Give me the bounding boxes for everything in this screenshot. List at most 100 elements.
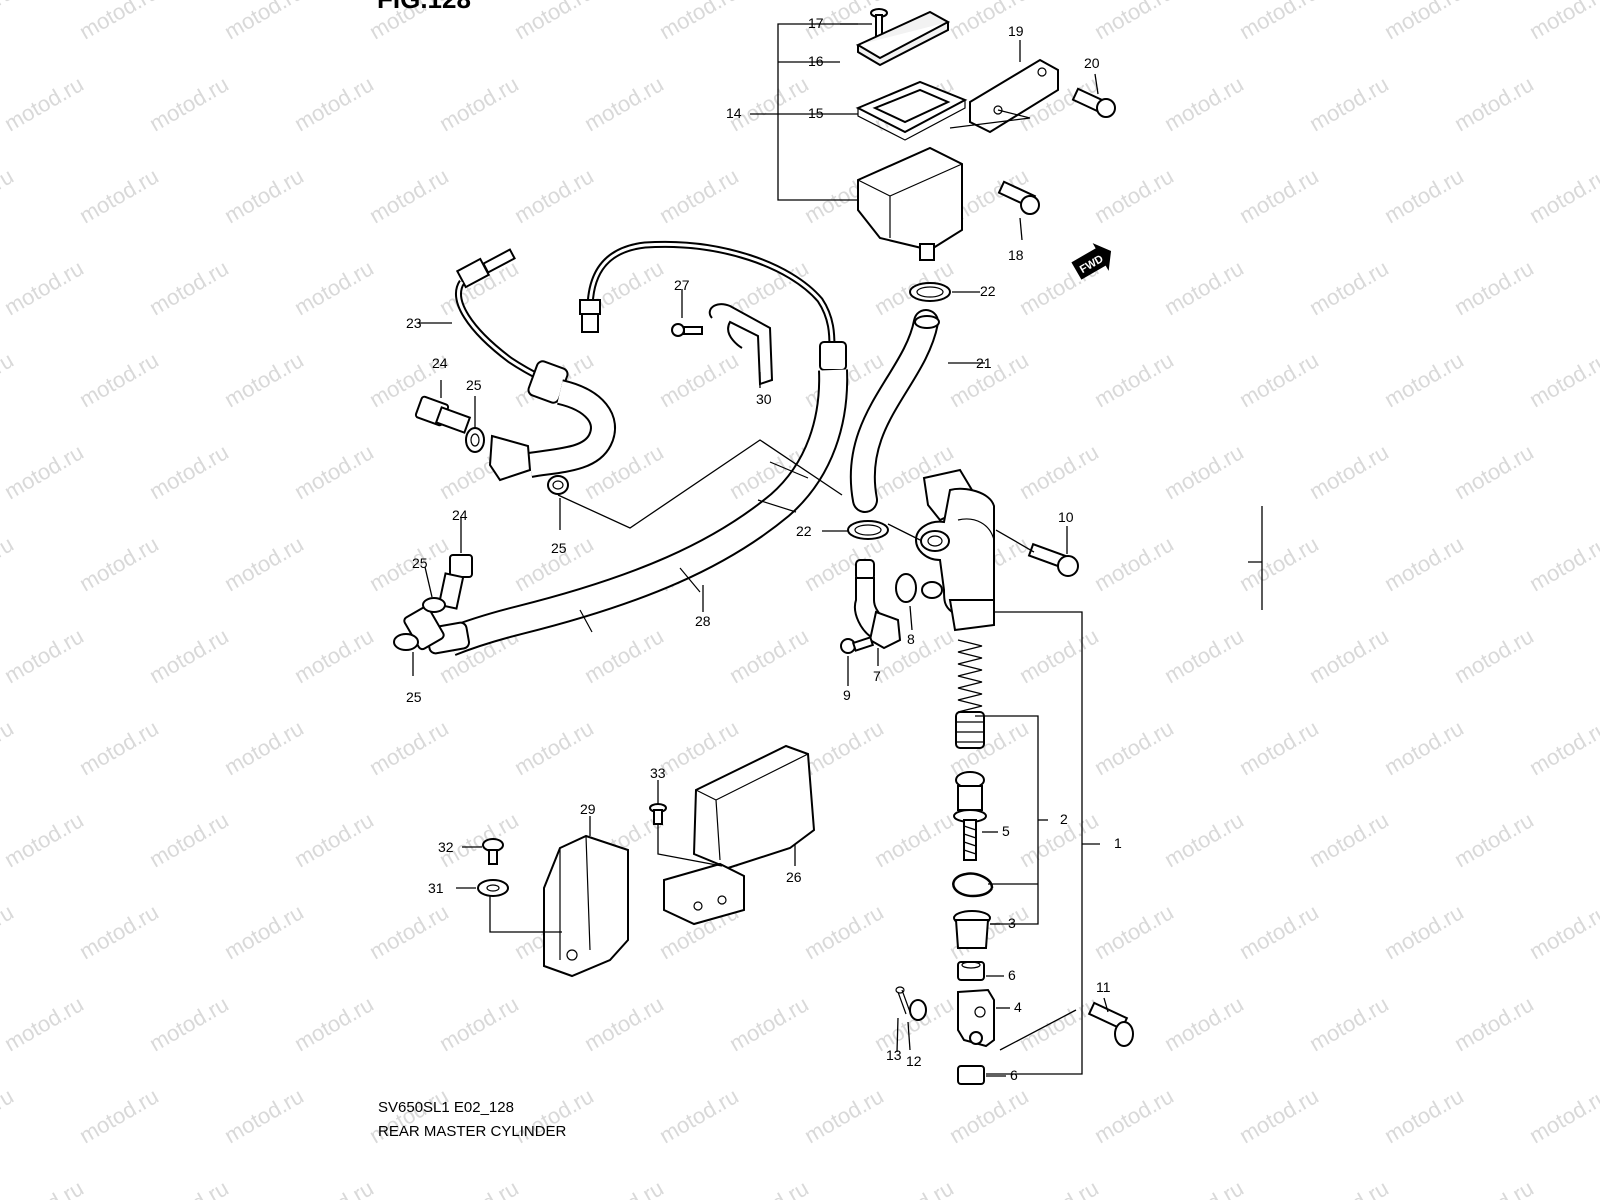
watermark-text: motod.ru [1525, 347, 1600, 412]
union-bolt-24-lower [437, 554, 473, 610]
boot-3 [953, 910, 991, 949]
screw-33 [649, 803, 667, 825]
watermark-text: motod.ru [220, 1083, 308, 1148]
callout-22-lower: 22 [796, 523, 812, 539]
watermark-text: motod.ru [655, 715, 743, 780]
watermark-text: motod.ru [145, 807, 233, 872]
watermark-text: motod.ru [1090, 531, 1178, 596]
watermark-text: motod.ru [1305, 439, 1393, 504]
reservoir-group [750, 8, 1116, 261]
watermark-text: motod.ru [1090, 899, 1178, 964]
watermark-text: motod.ru [1015, 439, 1103, 504]
watermark-text: motod.ru [870, 807, 958, 872]
watermark-text: motod.ru [1305, 623, 1393, 688]
clevis-4 [957, 988, 995, 1048]
callout-16: 16 [808, 53, 824, 69]
watermark-text: motod.ru [1090, 347, 1178, 412]
watermark-text: motod.ru [655, 1083, 743, 1148]
watermark-text: motod.ru [1235, 531, 1323, 596]
watermark-text: motod.ru [1015, 623, 1103, 688]
watermark-text: motod.ru [365, 531, 453, 596]
watermark-text: motod.ru [945, 1083, 1033, 1148]
watermark-text: motod.ru [1235, 899, 1323, 964]
watermark-text: motod.ru [1305, 991, 1393, 1056]
watermark-text: motod.ru [1235, 163, 1323, 228]
callout-17: 17 [808, 15, 824, 31]
watermark-text: motod.ru [0, 255, 88, 320]
hose-clamp-22-lower [847, 520, 889, 540]
watermark-text: motod.ru [75, 531, 163, 596]
watermark-text: motod.ru [580, 991, 668, 1056]
bracket-1 [986, 611, 1083, 1075]
watermark-text: motod.ru [1235, 347, 1323, 412]
hose-clamp-22-upper [909, 282, 951, 302]
brake-hose-23 [455, 248, 616, 482]
watermark-text: motod.ru [145, 71, 233, 136]
watermark-text: motod.ru [435, 71, 523, 136]
watermark-text: motod.ru [1450, 1175, 1538, 1200]
piston-2 [955, 711, 985, 749]
circlip [952, 872, 994, 898]
watermark-text: motod.ru [655, 347, 743, 412]
watermark-text: motod.ru [75, 1083, 163, 1148]
callout-2: 2 [1060, 811, 1068, 827]
watermark-text: motod.ru [75, 347, 163, 412]
watermark-text: motod.ru [220, 0, 308, 44]
watermark-text: motod.ru [0, 439, 88, 504]
washer-12 [909, 999, 927, 1021]
watermark-text: motod.ru [0, 807, 88, 872]
watermark-text: motod.ru [800, 899, 888, 964]
watermark-text: motod.ru [290, 807, 378, 872]
watermark-text: motod.ru [435, 991, 523, 1056]
watermark-text: motod.ru [1160, 255, 1248, 320]
watermark-text: motod.ru [655, 0, 743, 44]
callout-22-upper: 22 [980, 283, 996, 299]
watermark-text: motod.ru [0, 715, 18, 780]
watermark-text: motod.ru [1595, 623, 1600, 688]
watermark-text: motod.ru [800, 1083, 888, 1148]
cover-26 [663, 744, 816, 926]
watermark-text: motod.ru [220, 531, 308, 596]
callout-7: 7 [873, 668, 881, 684]
callout-6-lower: 6 [1010, 1067, 1018, 1083]
watermark-text: motod.ru [0, 899, 18, 964]
spring [957, 639, 983, 713]
reservoir-body [857, 146, 963, 252]
watermark-text: motod.ru [1090, 0, 1178, 44]
watermark-text: motod.ru [1525, 1083, 1600, 1148]
cotter-pin-13 [895, 986, 911, 1015]
callout-labels: 1 2 3 4 5 6 6 7 8 9 10 11 12 13 14 15 16… [406, 15, 1122, 1083]
watermark-text: motod.ru [1380, 0, 1468, 44]
watermark-text: motod.ru [220, 899, 308, 964]
watermark-text: motod.ru [1380, 531, 1468, 596]
washer-25-lower-b [393, 633, 419, 651]
washer-25-upper [465, 427, 485, 453]
master-cylinder-body [914, 468, 995, 632]
watermark-text: motod.ru [1380, 715, 1468, 780]
watermark-text: motod.ru [290, 1175, 378, 1200]
watermark-text: motod.ru [725, 991, 813, 1056]
bolt-10 [1027, 542, 1079, 577]
watermark-text: motod.ru [1525, 899, 1600, 964]
watermark-text: motod.ru [365, 715, 453, 780]
watermark-text: motod.ru [1160, 439, 1248, 504]
watermark-text: motod.ru [0, 347, 18, 412]
mounting-plate-19 [969, 58, 1059, 134]
push-rod-5 [953, 771, 987, 861]
brake-line-upper [579, 240, 847, 371]
watermark-text: motod.ru [75, 0, 163, 44]
watermark-text: motod.ru [220, 715, 308, 780]
callout-31: 31 [428, 880, 444, 896]
watermark-text: motod.ru [1380, 1083, 1468, 1148]
callout-1: 1 [1114, 835, 1122, 851]
brake-hose-28 [403, 369, 849, 656]
callout-25-b: 25 [551, 540, 567, 556]
reservoir-hose-21 [849, 309, 940, 513]
watermark-text: motod.ru [1090, 1083, 1178, 1148]
watermark-text: motod.ru [1595, 1175, 1600, 1200]
watermark-text: motod.ru [1380, 899, 1468, 964]
watermark-text: motod.ru [580, 71, 668, 136]
callout-25-c: 25 [412, 555, 428, 571]
watermark-text: motod.ru [0, 991, 88, 1056]
